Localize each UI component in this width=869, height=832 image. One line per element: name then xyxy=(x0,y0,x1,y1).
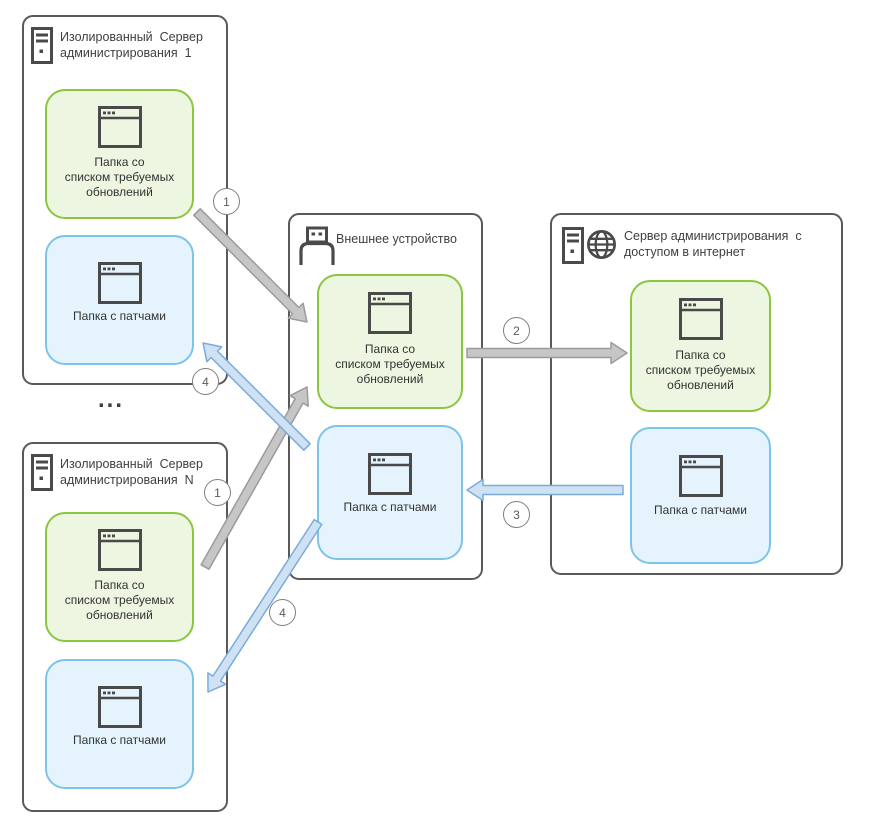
folder-label: Папка с патчами xyxy=(343,500,437,514)
folder-label: Папка со списком требуемых обновлений xyxy=(645,348,756,392)
step-badge-4-bottom: 4 xyxy=(269,599,296,626)
step-badge-4-top: 4 xyxy=(192,368,219,395)
window-icon xyxy=(97,686,142,728)
panel-isolated-server-1: Изолированный Сервер администрирования 1… xyxy=(22,15,228,385)
folder-label: Папка со списком требуемых обновлений xyxy=(64,578,175,622)
panel-title: Сервер администрирования с доступом в ин… xyxy=(624,229,802,259)
server-icon xyxy=(562,227,584,264)
step-badge-2: 2 xyxy=(503,317,530,344)
folder-label: Папка с патчами xyxy=(73,309,166,323)
server-icon xyxy=(31,27,53,64)
panel-isolated-server-n: Изолированный Сервер администрирования N… xyxy=(22,442,228,812)
panel-title: Изолированный Сервер администрирования 1 xyxy=(60,30,203,60)
window-icon xyxy=(368,292,412,334)
patch-folder: Папка с патчами xyxy=(630,427,771,564)
step-badge-1-top: 1 xyxy=(213,188,240,215)
patch-folder: Папка с патчами xyxy=(317,425,463,560)
panel-external-device: Внешнее устройство Папка со списком треб… xyxy=(288,213,483,580)
window-icon xyxy=(97,262,142,304)
folder-label: Папка с патчами xyxy=(73,733,166,747)
folder-label: Папка с патчами xyxy=(654,503,747,517)
update-list-folder: Папка со списком требуемых обновлений xyxy=(317,274,463,409)
panel-title: Внешнее устройство xyxy=(336,232,457,246)
folder-label: Папка со списком требуемых обновлений xyxy=(335,342,445,386)
globe-icon xyxy=(587,230,616,259)
panel-title: Изолированный Сервер администрирования N xyxy=(60,457,203,487)
window-icon xyxy=(678,455,723,497)
panel-internet-server: Сервер администрирования с доступом в ин… xyxy=(550,213,843,575)
patch-folder: Папка с патчами xyxy=(45,235,194,365)
window-icon xyxy=(97,529,142,571)
patch-folder: Папка с патчами xyxy=(45,659,194,789)
usb-device-icon xyxy=(299,226,335,265)
server-icon xyxy=(31,454,53,491)
update-list-folder: Папка со списком требуемых обновлений xyxy=(45,512,194,642)
window-icon xyxy=(368,453,412,495)
window-icon xyxy=(97,106,142,148)
step-badge-3: 3 xyxy=(503,501,530,528)
folder-label: Папка со списком требуемых обновлений xyxy=(64,155,175,199)
update-list-folder: Папка со списком требуемых обновлений xyxy=(630,280,771,412)
step-badge-1-bottom: 1 xyxy=(204,479,231,506)
window-icon xyxy=(678,298,723,340)
update-list-folder: Папка со списком требуемых обновлений xyxy=(45,89,194,219)
more-servers-ellipsis: ... xyxy=(97,386,124,413)
